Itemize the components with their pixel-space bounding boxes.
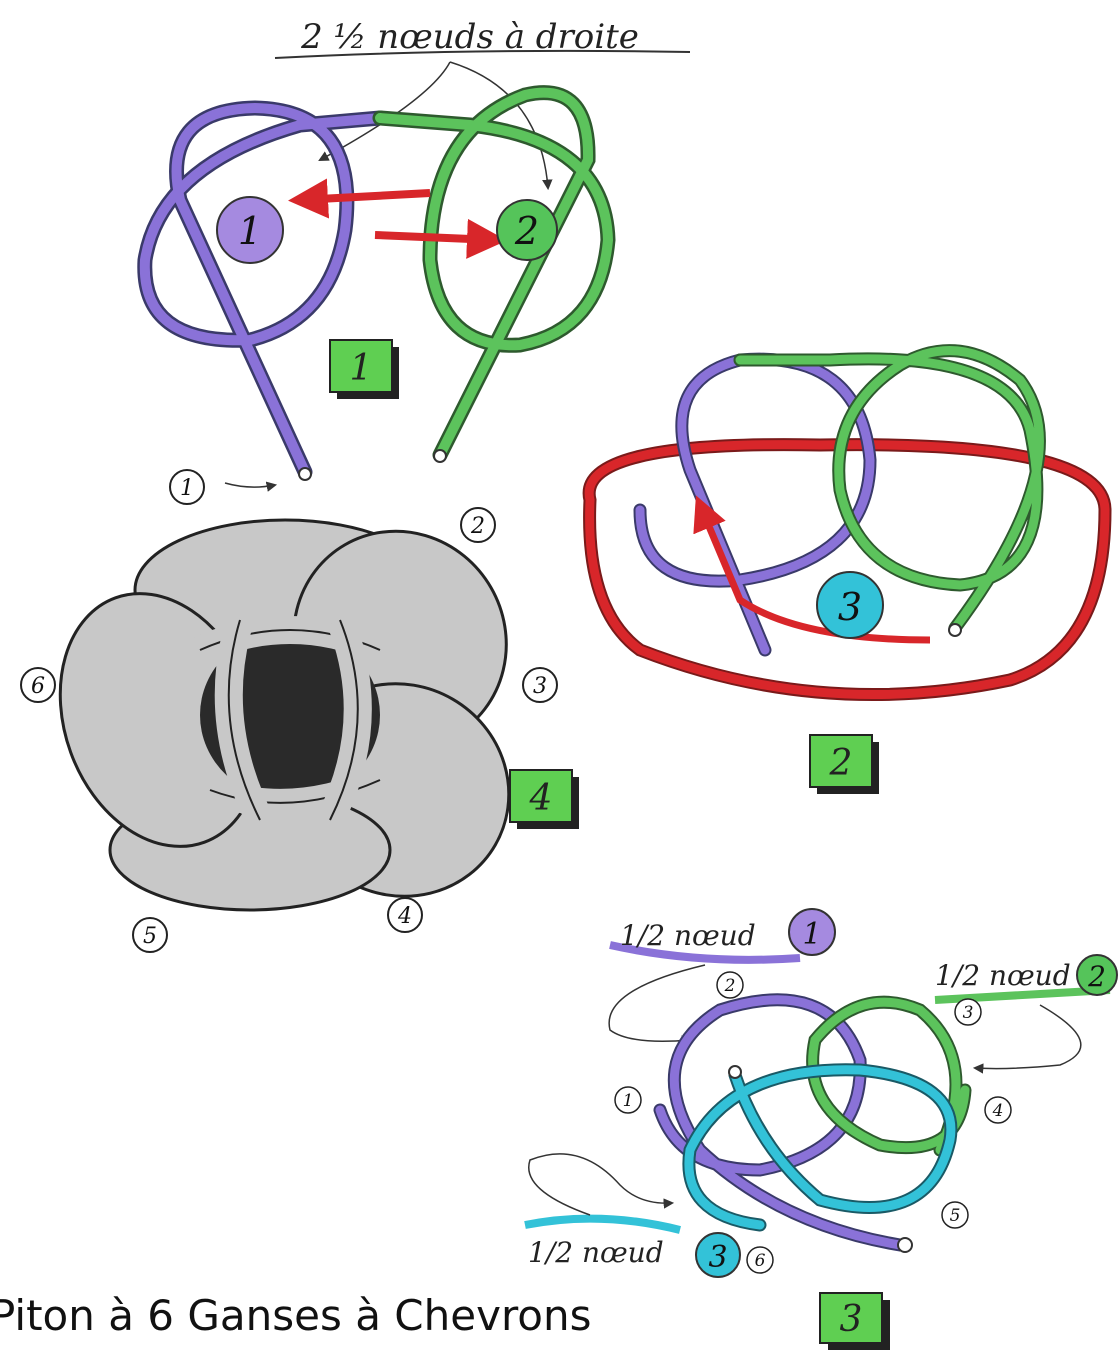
half-knot-number-2: 2 [1087,960,1106,993]
bight-label-3: 3 [838,585,862,629]
step2-drawing [589,351,1105,695]
step1-drawing [145,93,608,480]
step4-label-5: 5 [143,924,157,949]
step3-label-3: 3 [963,1003,974,1023]
step4-label-6: 6 [31,674,45,699]
half-knot-label-2: 1/2 nœud [935,959,1071,992]
bight-label-2: 2 [514,209,539,253]
page-title: Piton à 6 Ganses à Chevrons [0,1291,592,1340]
half-knot-number-3: 3 [708,1240,727,1275]
step3-label-1: 1 [623,1091,634,1111]
step4-knot [26,492,547,936]
half-knot-label-3: 1/2 nœud [528,1236,664,1269]
step4-label-2: 2 [470,514,485,539]
step3-number: 3 [840,1299,863,1340]
bight-label-1: 1 [238,209,262,253]
step2-number: 2 [829,743,853,784]
step4-label-3: 3 [533,674,547,699]
half-knot-label-1: 1/2 nœud [620,919,756,952]
step1-number: 1 [350,348,373,389]
half-knot-number-1: 1 [802,917,821,952]
step3-label-6: 6 [755,1251,766,1271]
step4-number: 4 [529,778,553,819]
step3-label-4: 4 [992,1101,1004,1121]
step3-label-2: 2 [724,976,736,996]
step3-label-5: 5 [950,1206,961,1226]
step4-label-4: 4 [397,904,412,929]
step4-label-1: 1 [180,476,194,501]
